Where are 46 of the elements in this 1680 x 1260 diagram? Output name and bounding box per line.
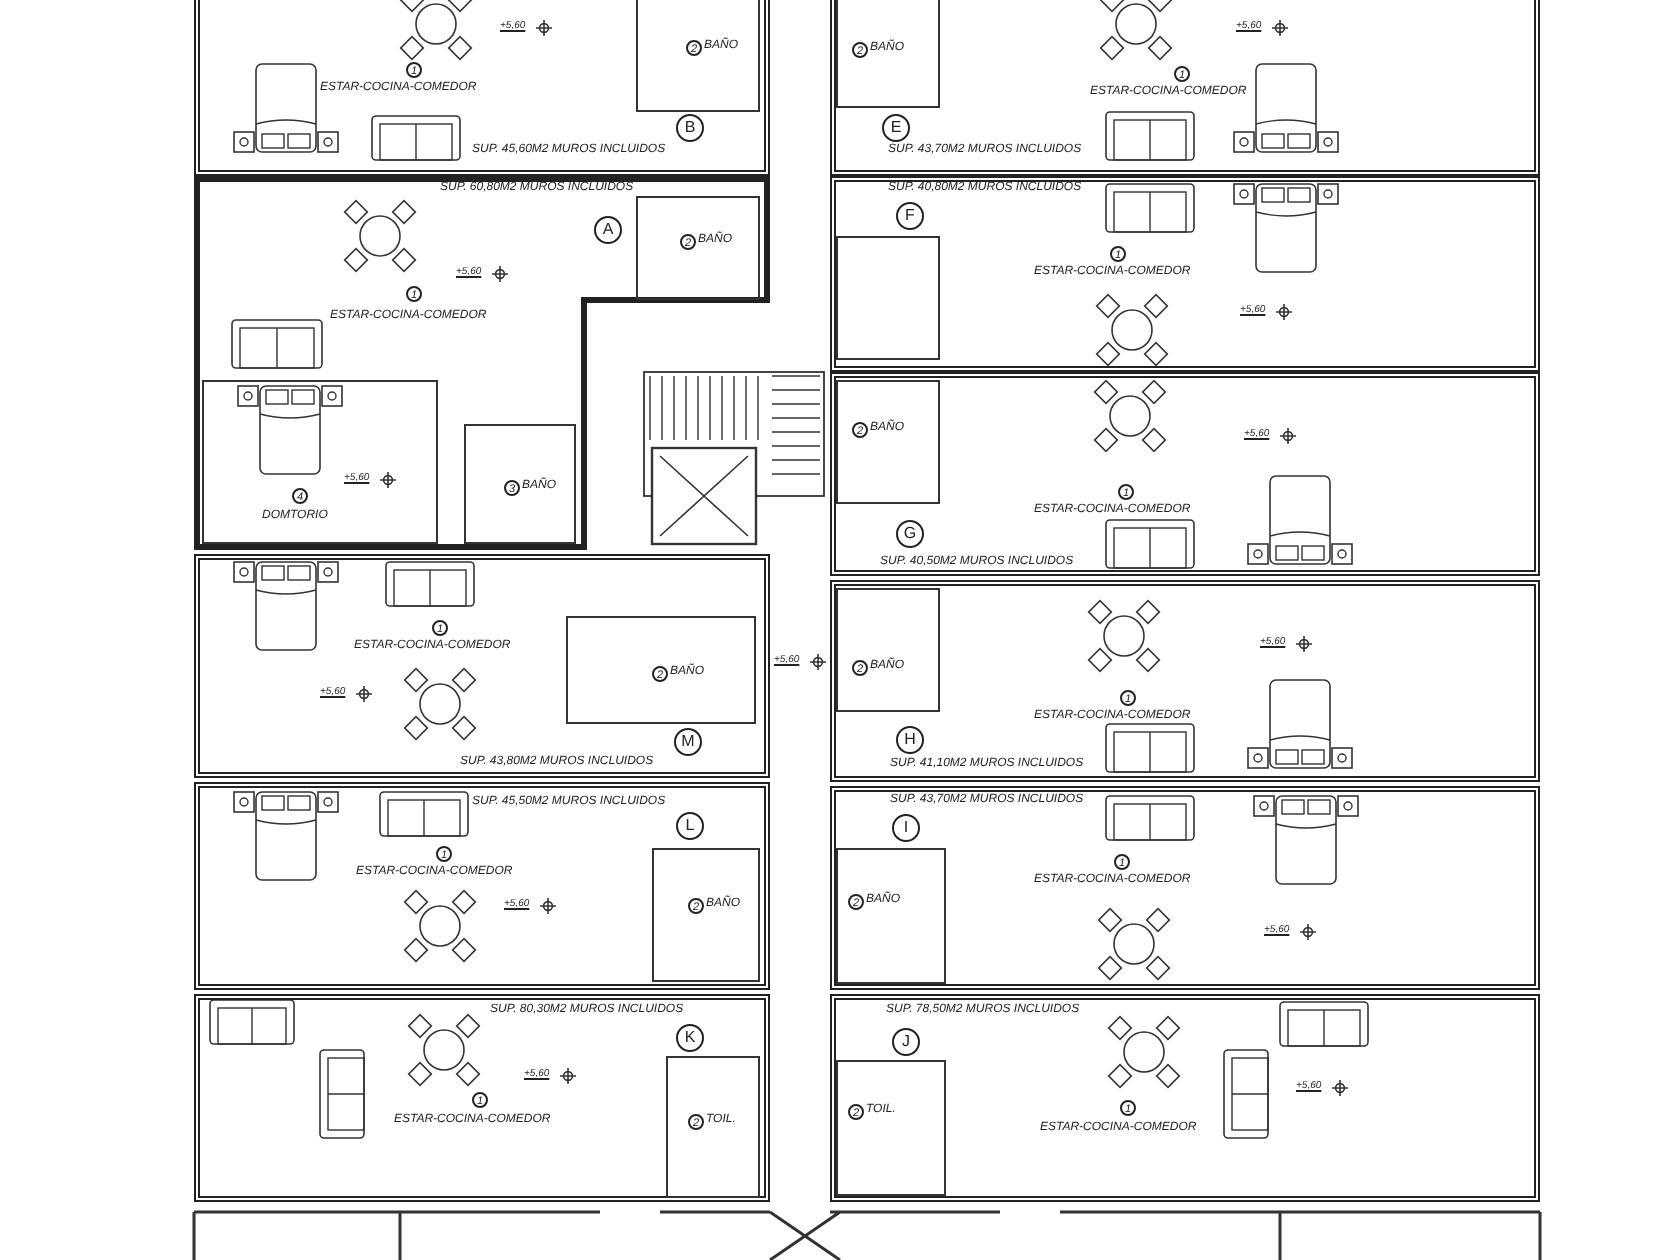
unit-letter: F [903, 204, 917, 228]
unit-marker [594, 216, 622, 244]
unit-letter: A [600, 218, 616, 242]
apartment-unit [830, 580, 1540, 782]
unit-letter: H [902, 728, 918, 752]
room [836, 1060, 946, 1196]
unit-marker [892, 1028, 920, 1056]
unit-marker [896, 520, 924, 548]
apartment-unit [830, 176, 1540, 372]
unit-marker [676, 812, 704, 840]
unit-marker [676, 1024, 704, 1052]
apartment-unit [830, 994, 1540, 1202]
unit-marker [896, 726, 924, 754]
room [202, 380, 438, 544]
apartment-unit [830, 0, 1540, 176]
room [566, 616, 756, 724]
room [652, 848, 760, 982]
apartment-unit [830, 786, 1540, 990]
unit-letter: E [888, 116, 904, 140]
room [836, 380, 940, 504]
apartment-unit [194, 782, 770, 990]
unit-letter: J [900, 1030, 912, 1054]
apartment-unit [194, 554, 770, 778]
room [836, 236, 940, 360]
apartment-unit [194, 994, 770, 1202]
unit-marker [882, 114, 910, 142]
unit-letter: B [682, 116, 698, 140]
unit-marker [674, 728, 702, 756]
apartment-unit [194, 176, 770, 550]
room [836, 588, 940, 712]
room [636, 196, 760, 300]
unit-letter: I [901, 816, 911, 840]
room [836, 0, 940, 108]
unit-marker [892, 814, 920, 842]
unit-letter: M [679, 730, 697, 754]
room [464, 424, 576, 544]
room [636, 0, 760, 112]
unit-letter: G [901, 522, 919, 546]
unit-marker [676, 114, 704, 142]
unit-letter: K [682, 1026, 698, 1050]
room [836, 848, 946, 984]
room [666, 1056, 760, 1198]
apartment-unit [830, 372, 1540, 576]
unit-marker [896, 202, 924, 230]
unit-letter: L [683, 814, 697, 838]
apartment-unit [194, 0, 770, 176]
